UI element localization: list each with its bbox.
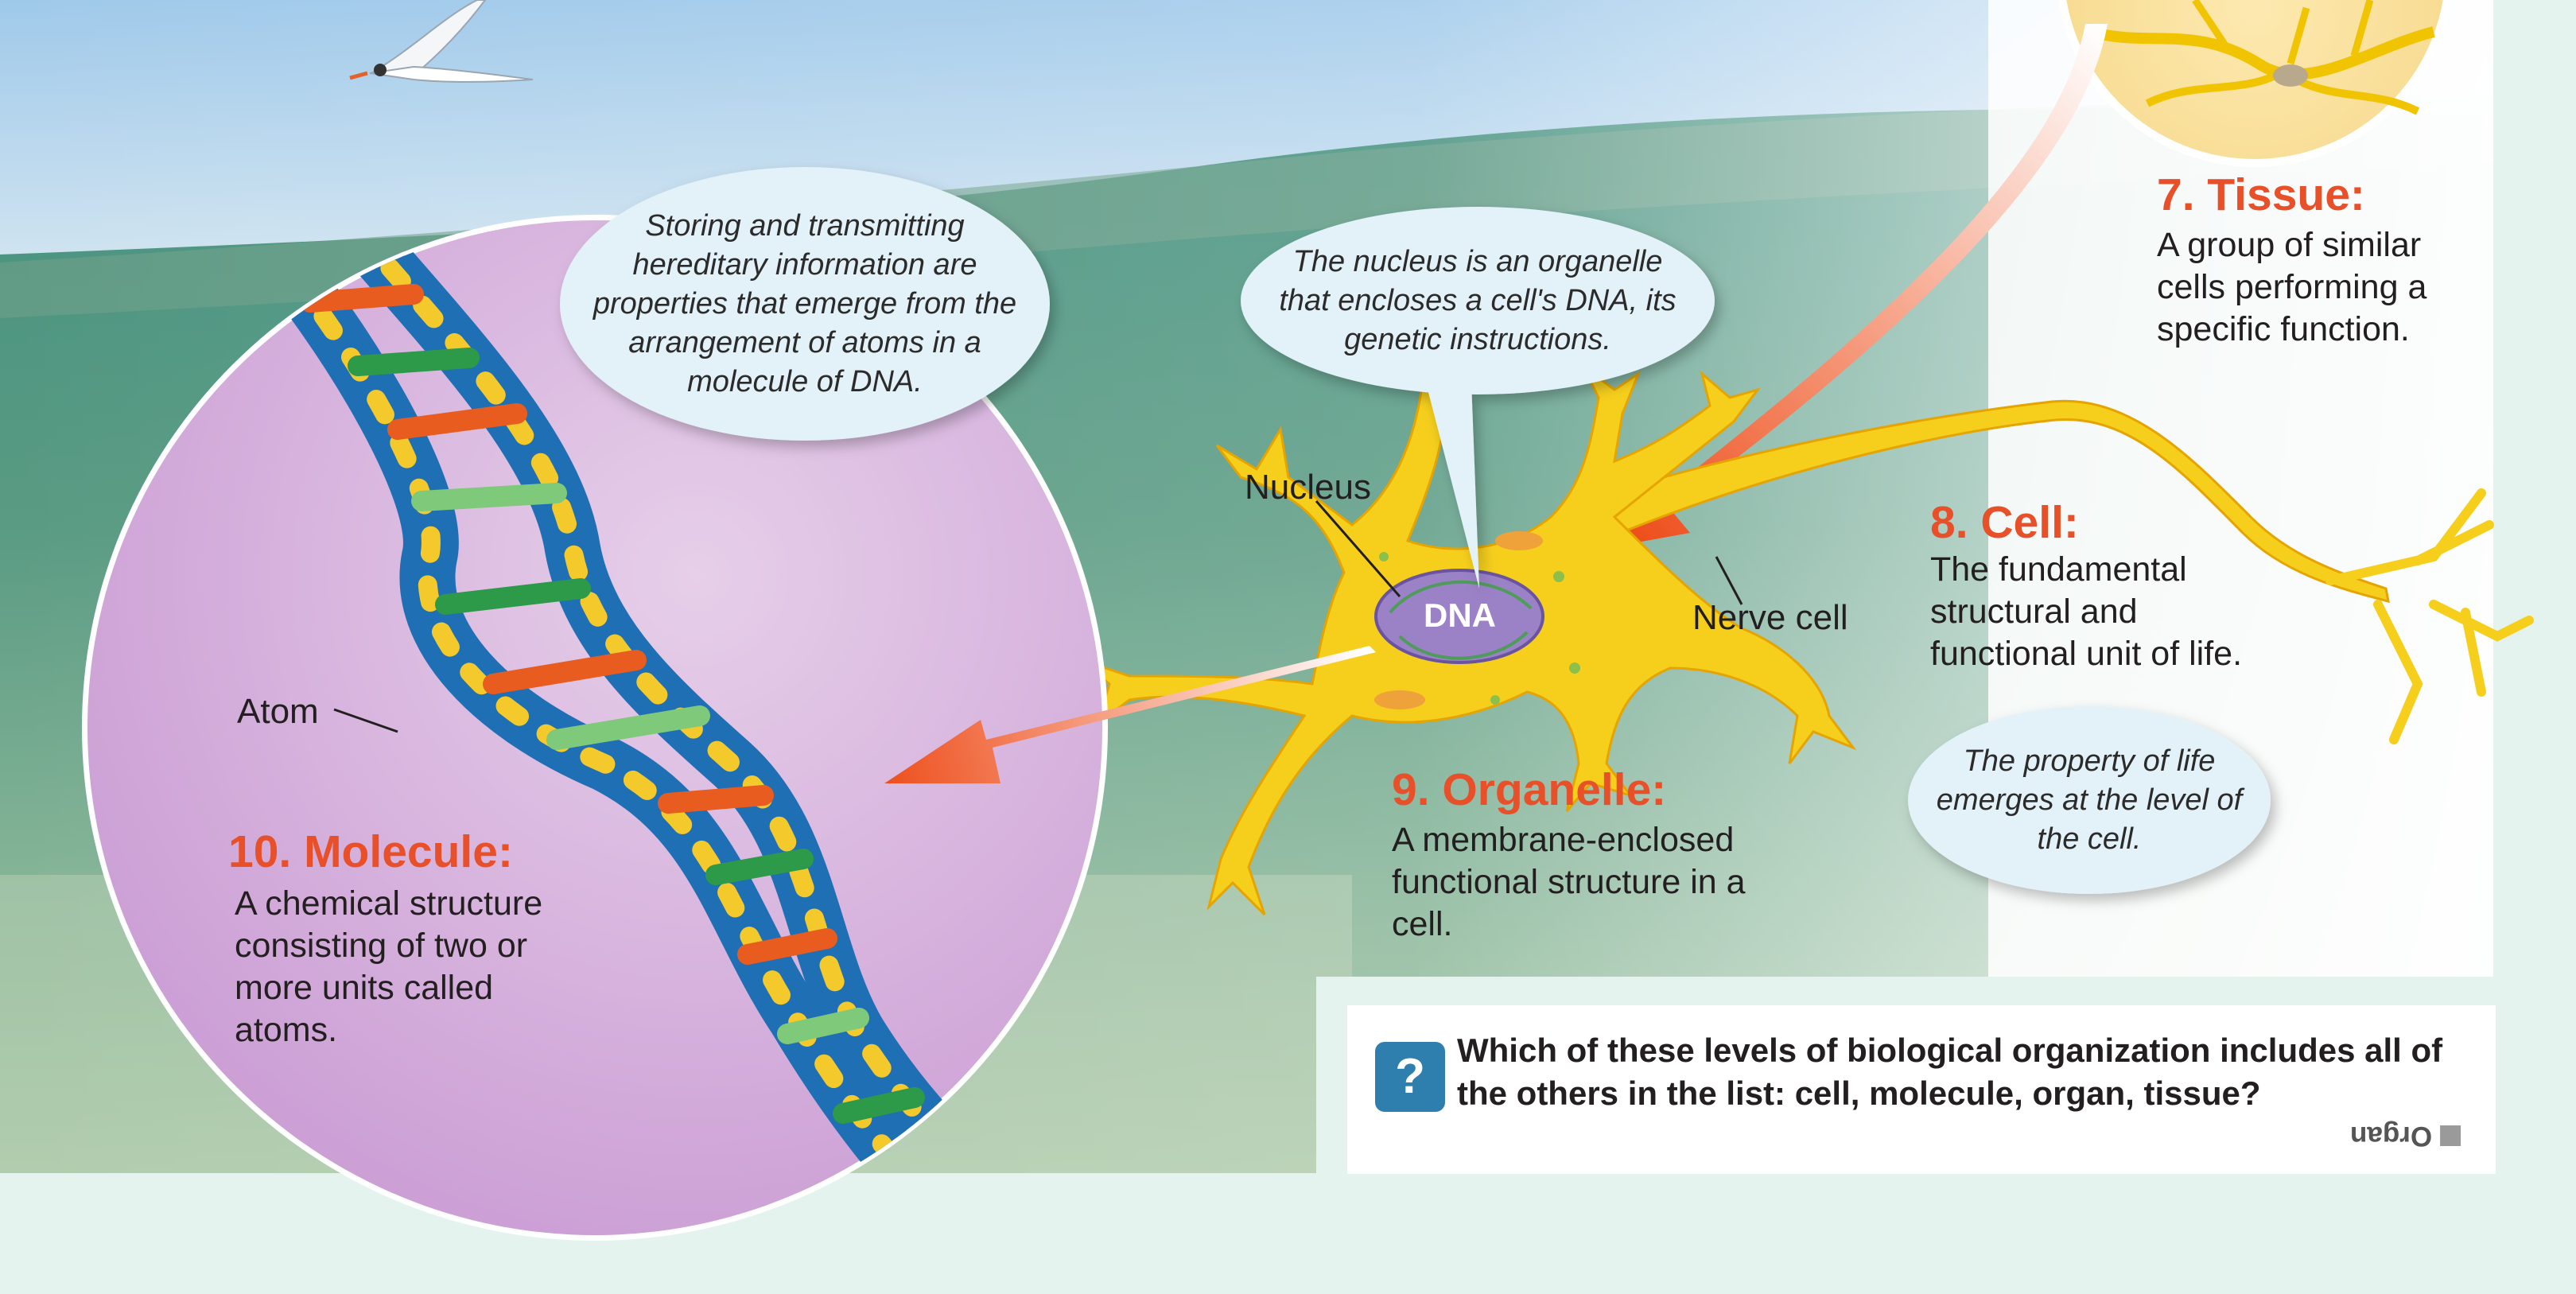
molecule-illustration [82,215,1108,1241]
nucleus-label: Nucleus [1245,468,1371,507]
tissue-illustration [2058,0,2451,167]
bubble-shapes [560,167,2271,894]
bubble-line: properties that emerge from the [593,286,1017,321]
nerve-cell-illustration [1081,325,2534,916]
bubble-line: arrangement of atoms in a [628,325,981,359]
tern-bird-icon [349,0,534,83]
molecule-title: 10. Molecule: [228,826,513,877]
nerve-cell-label: Nerve cell [1692,598,1848,637]
bubble-line: the cell. [2037,822,2142,856]
dna-emergence-bubble: Storing and transmitting hereditary info… [573,177,1037,431]
cell-emergence-bubble: The property of life emerges at the leve… [1910,730,2268,870]
nucleus-bubble: The nucleus is an organelle that enclose… [1247,231,1708,371]
bubble-line: The property of life [1963,744,2216,778]
bubble-line: The nucleus is an organelle [1292,244,1663,278]
answer-upside-down: Organ [2350,1120,2461,1152]
dna-label: DNA [1424,596,1496,634]
tissue-description: A group of similar cells performing a sp… [2157,226,2427,348]
question-text: Which of these levels of biological orga… [1457,1032,2443,1112]
tissue-title: 7. Tissue: [2157,169,2365,220]
bubble-line: molecule of DNA. [687,364,923,398]
bubble-line: genetic instructions. [1344,322,1611,356]
square-bullet-icon [2440,1125,2461,1146]
nucleus-pointer [1315,500,1401,597]
cell-title: 8. Cell: [1930,497,2079,548]
atom-label: Atom [237,692,319,731]
molecule-description: A chemical structure consisting of two o… [235,884,543,1049]
answer-text: Organ [2349,1121,2432,1152]
cell-description: The fundamental structural and functiona… [1930,550,2243,673]
atom-pointer [333,708,398,733]
organelle-title: 9. Organelle: [1392,764,1667,815]
organelle-description: A membrane-enclosed functional structure… [1392,821,1746,943]
bubble-line: that encloses a cell's DNA, its [1279,283,1677,317]
arrow-organelle-to-molecule [884,646,1376,783]
bubble-line: Storing and transmitting [645,208,965,243]
bubble-line: hereditary information are [632,247,977,282]
nerve-cell-pointer [1715,556,1743,605]
question-mark-icon: ? [1375,1042,1445,1112]
question-box: ? Which of these levels of biological or… [1347,1005,2496,1174]
bubble-line: emerges at the level of [1936,783,2243,817]
